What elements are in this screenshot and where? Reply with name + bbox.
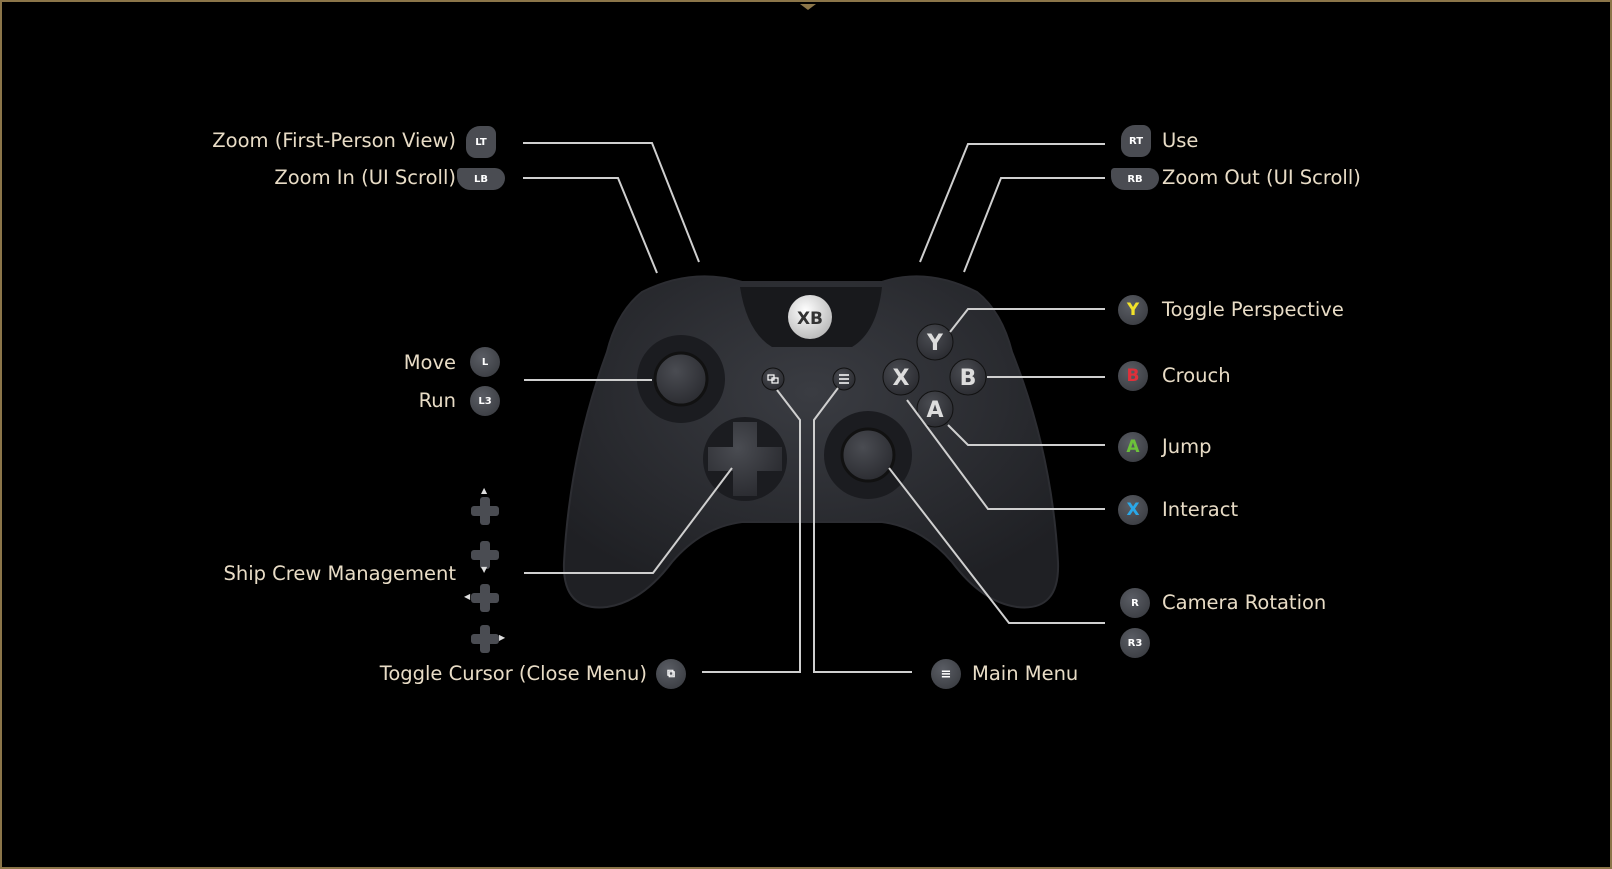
left-stick [653, 351, 709, 407]
y-icon: Y [1118, 295, 1148, 325]
menu-icon: ≡ [931, 659, 961, 689]
x-button [882, 358, 920, 396]
r3-icon: R3 [1120, 628, 1150, 658]
use-label: Use [1162, 129, 1199, 152]
svg-text:Y: Y [926, 331, 944, 356]
zoom-in-label: Zoom In (UI Scroll) [274, 166, 456, 189]
jump-label: Jump [1162, 435, 1212, 458]
dpad-right-icon [471, 625, 499, 653]
top-ornament [800, 4, 816, 10]
a-icon: A [1118, 432, 1148, 462]
lt-icon: LT [466, 126, 496, 158]
move-label: Move [403, 351, 456, 374]
dpad-up-icon [471, 497, 499, 525]
a-button [916, 390, 954, 428]
ship-crew-label: Ship Crew Management [223, 562, 456, 585]
guide-label: XB [797, 309, 823, 329]
zoom-out-label: Zoom Out (UI Scroll) [1162, 166, 1361, 189]
b-button [949, 358, 987, 396]
toggle-perspective-label: Toggle Perspective [1162, 298, 1344, 321]
dpad-left-icon [471, 584, 499, 612]
dpad-down-icon [471, 541, 499, 569]
y-button [916, 323, 954, 361]
rt-icon: RT [1121, 125, 1151, 157]
guide-button [788, 295, 832, 339]
svg-text:B: B [960, 366, 977, 391]
camera-rotation-label: Camera Rotation [1162, 591, 1327, 614]
rb-icon: RB [1111, 168, 1159, 190]
view-button [761, 367, 785, 391]
view-icon: ⧉ [656, 659, 686, 689]
dpad [708, 422, 782, 496]
right-stick [840, 427, 896, 483]
b-icon: B [1118, 361, 1148, 391]
right-stick-icon: R [1120, 588, 1150, 618]
callout-lines [523, 142, 1105, 673]
crouch-label: Crouch [1162, 364, 1231, 387]
zoom-first-person-label: Zoom (First-Person View) [212, 129, 456, 152]
left-stick-icon: L [470, 347, 500, 377]
run-label: Run [418, 389, 456, 412]
x-icon: X [1118, 495, 1148, 525]
svg-text:A: A [926, 398, 943, 423]
svg-text:X: X [893, 366, 910, 391]
l3-icon: L3 [470, 386, 500, 416]
toggle-cursor-label: Toggle Cursor (Close Menu) [379, 662, 647, 685]
interact-label: Interact [1162, 498, 1239, 521]
main-menu-label: Main Menu [972, 662, 1079, 685]
lb-icon: LB [457, 168, 505, 190]
